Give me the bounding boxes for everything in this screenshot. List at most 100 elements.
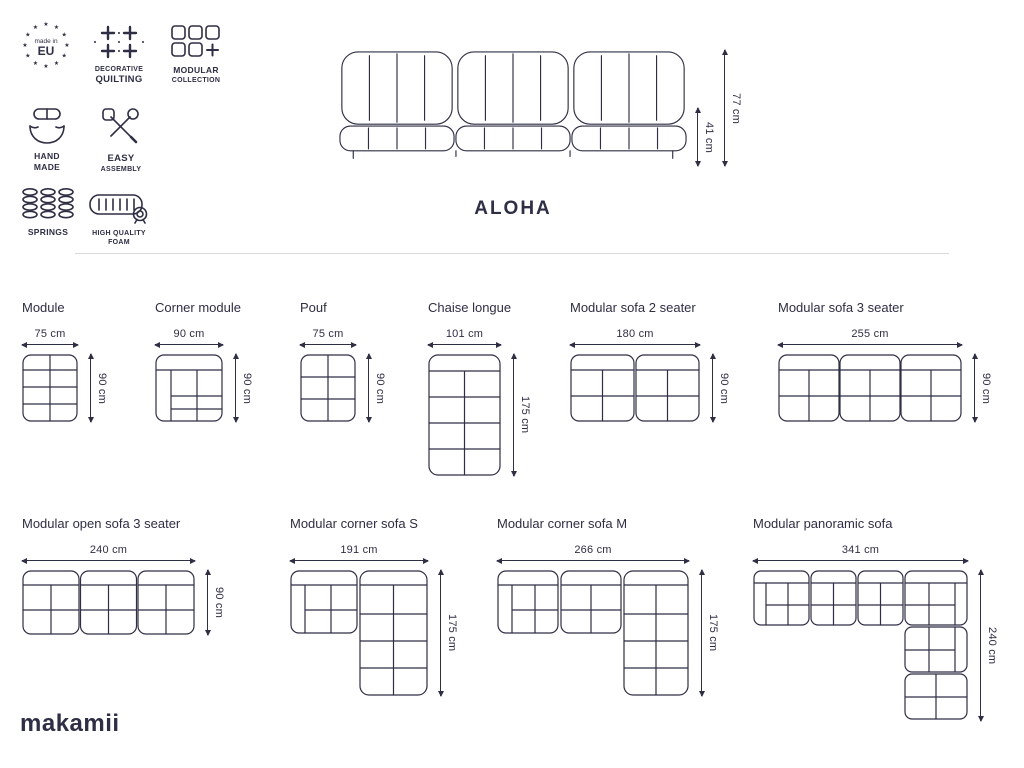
width-label: 75 cm xyxy=(312,328,344,340)
depth-dimension: 175 cm xyxy=(510,353,531,477)
depth-dimension: 175 cm xyxy=(437,569,458,697)
width-arrow xyxy=(427,341,502,348)
depth-dimension: 90 cm xyxy=(709,353,730,423)
depth-dimension: 90 cm xyxy=(232,353,253,423)
eu-label: EU xyxy=(38,44,55,58)
depth-dimension: 240 cm xyxy=(977,569,998,722)
corner-sofa-m-top-view xyxy=(497,570,689,696)
module-block-sofa-3-seater: Modular sofa 3 seater 255 cm 90 cm xyxy=(777,300,992,423)
chaise-longue-top-view xyxy=(428,354,501,476)
width-label: 191 cm xyxy=(340,544,378,556)
open-sofa-3-seater-top-view xyxy=(22,570,195,635)
width-arrow xyxy=(752,557,969,564)
depth-dimension: 175 cm xyxy=(698,569,719,697)
made-in-eu-icon: ★ ★ ★ ★ ★ ★ ★ ★ ★ ★ ★ ★ made in EU xyxy=(22,21,69,70)
svg-text:★: ★ xyxy=(25,32,30,39)
high-quality-foam-badge: HIGH QUALITY FOAM xyxy=(88,188,150,247)
module-block-open-sofa-3-seater: Modular open sofa 3 seater 240 cm 90 cm xyxy=(21,516,225,636)
svg-text:★: ★ xyxy=(54,24,59,31)
brand-logo: makamii xyxy=(20,710,120,737)
svg-text:★: ★ xyxy=(25,53,30,60)
depth-arrow xyxy=(698,569,705,697)
width-arrow xyxy=(569,341,701,348)
svg-text:★: ★ xyxy=(54,60,59,67)
module-block-corner-sofa-s: Modular corner sofa S 191 cm 175 cm xyxy=(289,516,458,697)
made-in-label: made in xyxy=(34,38,58,45)
made-in-eu-badge: ★ ★ ★ ★ ★ ★ ★ ★ ★ ★ ★ ★ made in EU xyxy=(20,20,72,72)
corner-module-top-view xyxy=(155,354,223,422)
depth-label: 175 cm xyxy=(519,396,531,434)
seat-height-dimension: 41 cm xyxy=(694,107,715,167)
sofa-3-seater-top-view xyxy=(778,354,962,422)
quilting-label: DECORATIVE QUILTING xyxy=(94,66,144,86)
module-top-view xyxy=(22,354,78,422)
width-arrow xyxy=(299,341,357,348)
module-title: Modular sofa 2 seater xyxy=(570,300,696,315)
depth-label: 90 cm xyxy=(374,372,386,404)
easy-assembly-icon xyxy=(102,108,139,144)
depth-label: 240 cm xyxy=(986,626,998,665)
width-label: 341 cm xyxy=(841,544,880,556)
depth-label: 90 cm xyxy=(241,372,253,404)
easy-assembly-badge: EASY ASSEMBLY xyxy=(98,104,144,174)
svg-text:★: ★ xyxy=(43,63,48,70)
depth-arrow xyxy=(437,569,444,697)
module-block-panoramic-sofa: Modular panoramic sofa 341 cm xyxy=(752,516,998,722)
depth-dimension: 90 cm xyxy=(365,353,386,423)
total-height-arrow xyxy=(721,49,728,167)
depth-arrow xyxy=(232,353,239,423)
width-dimension: 240 cm xyxy=(21,544,196,564)
svg-text:★: ★ xyxy=(22,42,27,49)
depth-label: 90 cm xyxy=(980,372,992,404)
springs-badge: SPRINGS xyxy=(20,186,76,238)
hero-sofa-drawing xyxy=(339,51,687,159)
hand-made-badge: HAND MADE xyxy=(22,106,72,173)
module-title: Modular corner sofa M xyxy=(497,516,628,531)
width-arrow xyxy=(777,341,963,348)
section-divider xyxy=(75,253,949,254)
sofa-2-seater-top-view xyxy=(570,354,700,422)
quilting-icon xyxy=(94,25,144,59)
panoramic-sofa-top-view xyxy=(753,570,968,720)
springs-icon xyxy=(22,187,74,219)
product-title: ALOHA xyxy=(474,198,552,219)
module-title: Chaise longue xyxy=(428,300,512,315)
total-height-dimension: 77 cm xyxy=(721,49,742,167)
depth-label: 175 cm xyxy=(707,614,719,652)
module-block-chaise-longue: Chaise longue 101 cm 175 cm xyxy=(427,300,531,477)
pouf-top-view xyxy=(300,354,356,422)
depth-dimension: 90 cm xyxy=(204,569,225,636)
seat-height-arrow xyxy=(694,107,701,167)
svg-text:★: ★ xyxy=(64,42,69,49)
module-title: Corner module xyxy=(155,300,241,315)
width-dimension: 75 cm xyxy=(299,328,357,348)
hero-sofa: 41 cm 77 cm xyxy=(338,49,742,167)
width-dimension: 255 cm xyxy=(777,328,963,348)
module-title: Modular open sofa 3 seater xyxy=(22,516,181,531)
module-title: Modular corner sofa S xyxy=(290,516,418,531)
svg-text:★: ★ xyxy=(33,60,38,67)
width-label: 75 cm xyxy=(34,328,66,340)
width-dimension: 180 cm xyxy=(569,328,701,348)
depth-arrow xyxy=(971,353,978,423)
easy-assembly-label: EASY ASSEMBLY xyxy=(100,153,142,174)
depth-arrow xyxy=(709,353,716,423)
module-title: Pouf xyxy=(300,300,327,315)
width-label: 266 cm xyxy=(574,544,612,556)
depth-arrow xyxy=(510,353,517,477)
hand-made-label: HAND MADE xyxy=(33,151,61,173)
hand-made-icon xyxy=(29,108,65,144)
module-block-corner-sofa-m: Modular corner sofa M 266 cm 175 cm xyxy=(496,516,719,697)
width-dimension: 101 cm xyxy=(427,328,502,348)
depth-label: 90 cm xyxy=(96,372,108,404)
width-dimension: 266 cm xyxy=(496,544,690,564)
depth-label: 90 cm xyxy=(213,587,225,618)
depth-dimension: 90 cm xyxy=(971,353,992,423)
seat-height-label: 41 cm xyxy=(703,121,715,153)
module-title: Modular panoramic sofa xyxy=(753,516,893,531)
width-label: 90 cm xyxy=(173,328,205,340)
foam-icon xyxy=(89,194,148,224)
module-block-sofa-2-seater: Modular sofa 2 seater 180 cm 90 cm xyxy=(569,300,730,423)
width-dimension: 191 cm xyxy=(289,544,429,564)
depth-label: 90 cm xyxy=(718,372,730,404)
